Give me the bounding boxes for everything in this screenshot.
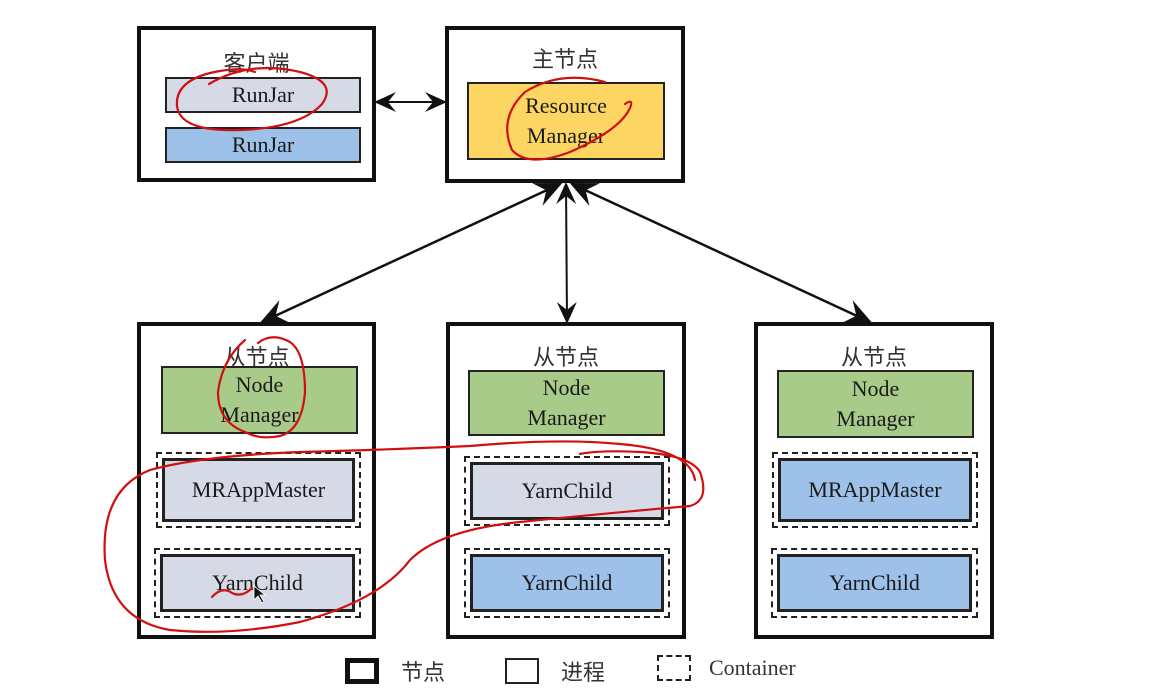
legend-node-swatch: [345, 658, 379, 684]
worker-node-1: 从节点 Node Manager MRAppMaster YarnChild: [137, 322, 376, 639]
container-2-1: YarnChild: [464, 456, 670, 526]
node-manager-3-label: Node Manager: [836, 376, 915, 431]
legend-node-label: 节点: [401, 661, 446, 686]
yarnchild-process-3-2: YarnChild: [777, 554, 972, 612]
node-manager-3: Node Manager: [777, 370, 974, 438]
resource-manager-process: Resource Manager: [467, 82, 665, 160]
yarnchild-process-3-2-label: YarnChild: [829, 570, 920, 595]
mrappmaster-process-3-label: MRAppMaster: [808, 477, 942, 502]
node-manager-1-label: Node Manager: [220, 372, 299, 427]
yarnchild-process-2-1: YarnChild: [470, 462, 664, 520]
legend-process-swatch: [505, 658, 539, 684]
master-node: 主节点 Resource Manager: [445, 26, 685, 183]
resource-manager-label: Resource Manager: [525, 93, 607, 148]
legend-node: 节点: [345, 655, 445, 687]
runjar-process-1: RunJar: [165, 77, 361, 113]
container-3-1: MRAppMaster: [772, 452, 978, 528]
client-node-title: 客户端: [223, 52, 290, 77]
master-node-title: 主节点: [531, 48, 598, 73]
worker-node-3-title: 从节点: [840, 346, 907, 371]
legend-container-swatch: [657, 655, 691, 681]
mrappmaster-process-1: MRAppMaster: [162, 458, 355, 522]
yarnchild-process-2-2-label: YarnChild: [521, 570, 613, 595]
yarnchild-process-1-2-label: YarnChild: [212, 570, 303, 595]
legend-container: Container: [657, 655, 796, 681]
container-1-2: YarnChild: [154, 548, 361, 618]
worker-node-2: 从节点 Node Manager YarnChild YarnChild: [446, 322, 686, 639]
runjar-process-2-label: RunJar: [231, 132, 295, 157]
worker-node-2-title: 从节点: [532, 346, 599, 371]
legend-process: 进程: [505, 655, 605, 687]
runjar-process-1-label: RunJar: [231, 82, 295, 107]
node-manager-2-label: Node Manager: [527, 375, 606, 430]
node-manager-2: Node Manager: [468, 370, 665, 436]
legend-container-label: Container: [709, 655, 796, 680]
container-3-2: YarnChild: [771, 548, 978, 618]
yarnchild-process-2-1-label: YarnChild: [521, 478, 613, 503]
container-1-1: MRAppMaster: [156, 452, 361, 528]
container-2-2: YarnChild: [464, 548, 670, 618]
yarnchild-process-1-2: YarnChild: [160, 554, 355, 612]
client-node: 客户端 RunJar RunJar: [137, 26, 376, 182]
master-worker1-arrow: [259, 182, 563, 324]
master-worker3-arrow: [569, 182, 873, 324]
legend-process-label: 进程: [561, 661, 606, 686]
master-worker2-arrow: [556, 182, 577, 324]
mrappmaster-process-1-label: MRAppMaster: [191, 477, 326, 502]
yarnchild-process-2-2: YarnChild: [470, 554, 664, 612]
runjar-process-2: RunJar: [165, 127, 361, 163]
node-manager-1: Node Manager: [161, 366, 358, 434]
worker-node-3: 从节点 Node Manager MRAppMaster YarnChild: [754, 322, 994, 639]
mrappmaster-process-3: MRAppMaster: [778, 458, 972, 522]
